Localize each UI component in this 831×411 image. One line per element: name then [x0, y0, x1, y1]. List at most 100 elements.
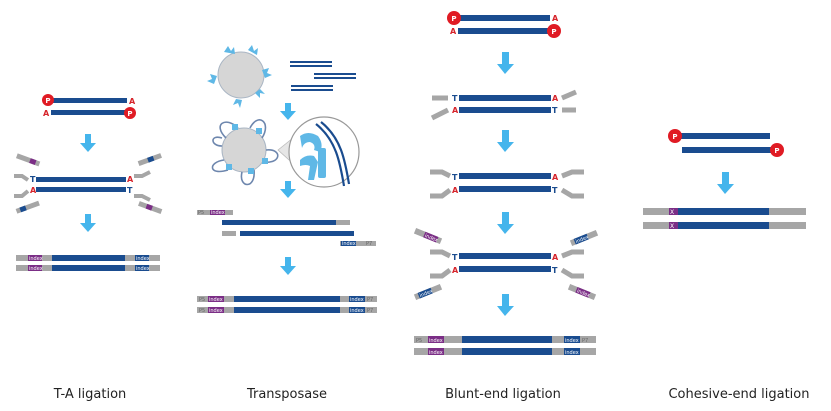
- thymine-label: T: [552, 266, 558, 275]
- down-arrow-icon: [280, 257, 296, 275]
- caption-blunt-ligation: Blunt-end ligation: [445, 387, 561, 402]
- index-label: index: [419, 288, 434, 299]
- p7-label: P7: [367, 297, 373, 303]
- blunt-library: P5 index index index index P7: [414, 336, 596, 356]
- down-arrow-icon: [80, 214, 96, 232]
- thymine-label: T: [30, 175, 36, 184]
- phosphate-icon: [770, 143, 784, 157]
- down-arrow-icon: [717, 172, 734, 194]
- caption-transposase: Transposase: [246, 387, 327, 402]
- phosphate-label: P: [672, 133, 677, 141]
- ta-step1-dna: P P A A: [42, 94, 136, 119]
- adenine-label: A: [452, 186, 459, 195]
- down-arrow-icon: [497, 52, 514, 74]
- transposase-enzyme-icon: [300, 133, 326, 180]
- cohesive-library: X X: [643, 208, 806, 230]
- phosphate-icon: [42, 94, 54, 106]
- cohesive-step1-dna: P P: [668, 129, 784, 157]
- index-label: index: [29, 256, 43, 262]
- dna-strand-bottom: [51, 110, 127, 115]
- phosphate-label: P: [45, 97, 50, 105]
- blunt-ligation-panel: P P A A T A A T: [413, 11, 599, 402]
- down-arrow-icon: [280, 181, 296, 198]
- phosphate-label: P: [127, 110, 132, 118]
- down-arrow-icon: [497, 294, 514, 316]
- adenine-label: A: [452, 106, 459, 115]
- dna-strand-bottom: [36, 187, 126, 192]
- index-label: index: [209, 297, 223, 303]
- index-label: index: [576, 288, 591, 299]
- phosphate-icon: [124, 107, 136, 119]
- ta-ligation-panel: P P A A T A A T: [14, 94, 163, 402]
- blunt-step1-dna: P P A A: [447, 11, 561, 38]
- caption-ta-ligation: T-A ligation: [53, 387, 127, 402]
- index-label: index: [209, 308, 223, 314]
- phosphate-label: P: [451, 15, 456, 23]
- dna-fragments: [290, 61, 356, 91]
- adenine-label: A: [129, 97, 136, 106]
- down-arrow-icon: [80, 134, 96, 152]
- ligation-site-x-label: X: [670, 209, 674, 216]
- thymine-label: T: [452, 94, 458, 103]
- adenine-label: A: [452, 266, 459, 275]
- p7-label: P7: [366, 241, 372, 247]
- adenine-label: A: [127, 175, 134, 184]
- index-label: index: [429, 338, 443, 344]
- index-label: index: [211, 210, 225, 216]
- transposase-library: P5 P5 index index index index P7 P7: [197, 296, 377, 314]
- index-label: index: [342, 241, 356, 247]
- transposome-bead: [207, 45, 272, 108]
- down-arrow-icon: [497, 212, 514, 234]
- index-label: index: [136, 256, 150, 262]
- ta-step3-library: index index index index: [16, 255, 160, 272]
- adenine-label: A: [552, 173, 559, 182]
- p5-label: P5: [199, 297, 205, 303]
- p7-label: P7: [582, 338, 588, 344]
- index-label: index: [350, 308, 364, 314]
- ta-step2-adapters: T A A T: [14, 153, 163, 214]
- index-label: index: [29, 266, 43, 272]
- p5-label: P5: [416, 338, 422, 344]
- thymine-label: T: [552, 186, 558, 195]
- p5-label: P5: [199, 308, 205, 314]
- adenine-label: A: [552, 253, 559, 262]
- transposase-enzyme-icon: [207, 45, 272, 108]
- cohesive-ligation-panel: P P X X Cohesive-end ligation: [643, 129, 810, 402]
- p5-label: P5: [198, 210, 204, 216]
- index-label: index: [136, 266, 150, 272]
- phosphate-icon: [547, 24, 561, 38]
- caption-cohesive-ligation: Cohesive-end ligation: [668, 387, 809, 402]
- down-arrow-icon: [497, 130, 514, 152]
- phosphate-label: P: [774, 147, 779, 155]
- tagmented-fragment: P5 index index P7: [197, 210, 376, 247]
- index-label: index: [565, 350, 579, 356]
- phosphate-icon: [668, 129, 682, 143]
- thymine-label: T: [552, 106, 558, 115]
- phosphate-icon: [447, 11, 461, 25]
- blunt-step2-adapters: T A A T: [430, 89, 577, 121]
- dna-strand-top: [36, 177, 126, 182]
- index-label: index: [565, 338, 579, 344]
- index-label: index: [429, 350, 443, 356]
- down-arrow-icon: [280, 103, 296, 120]
- zoom-inset: [277, 116, 360, 188]
- thymine-label: T: [452, 253, 458, 262]
- adenine-label: A: [450, 27, 457, 36]
- thymine-label: T: [452, 173, 458, 182]
- thymine-label: T: [127, 186, 133, 195]
- adenine-label: A: [30, 186, 37, 195]
- index-label: index: [424, 233, 439, 244]
- blunt-step3-ligated: T A A T: [430, 169, 584, 199]
- blunt-step4-indexed: T A A T index index index: [413, 227, 599, 301]
- phosphate-label: P: [551, 28, 556, 36]
- adenine-label: A: [552, 94, 559, 103]
- ligation-site-x-label: X: [670, 223, 674, 230]
- adenine-label: A: [43, 109, 50, 118]
- adenine-label: A: [552, 14, 559, 23]
- index-label: index: [350, 297, 364, 303]
- index-label: index: [575, 234, 590, 245]
- tagmentation-bead: [211, 119, 279, 186]
- dna-strand-top: [51, 98, 127, 103]
